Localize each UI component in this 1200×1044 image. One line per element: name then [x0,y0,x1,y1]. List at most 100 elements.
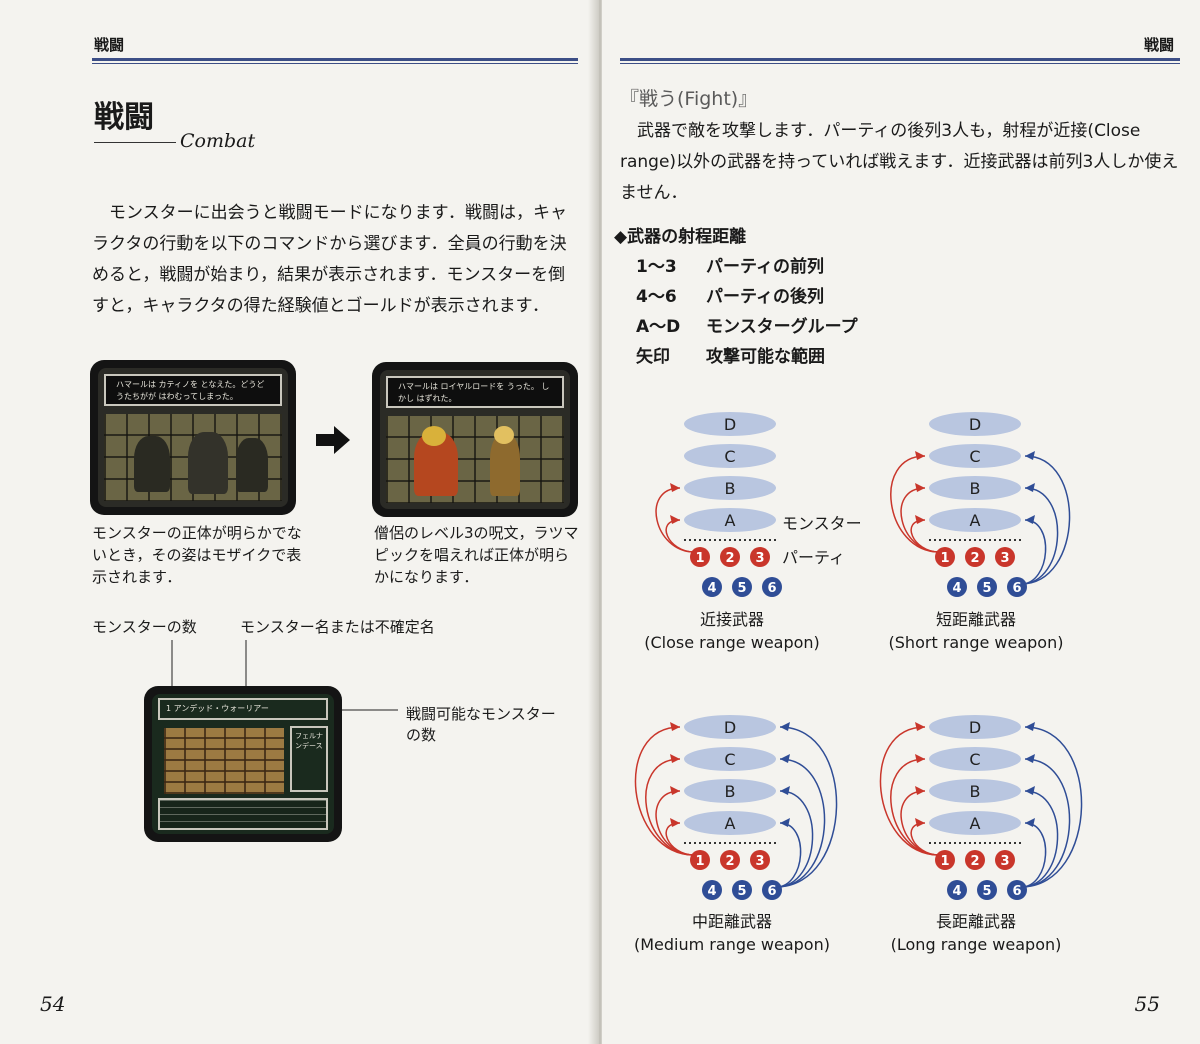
party-member-label: 1 [695,551,704,566]
weapon-medium-jp: 中距離武器 [691,912,772,931]
mosaic-monster-1 [134,436,170,492]
screen1-message: ハマールは カティノを となえた。どうどうたちがが はわむってしまった。 [104,374,282,406]
attack-arrow-back [1020,758,1071,888]
attack-arrow-front [890,455,940,553]
screen2-display: ハマールは ロイヤルロードを うった。 しかし はずれた。 [380,370,570,509]
monster-group-label: D [724,718,736,737]
party-member-1 [690,547,710,567]
monster-group-label: D [724,415,736,434]
weapon-short: 短距離武器(Short range weapon) [846,608,1106,654]
monster-group-label: C [969,447,980,466]
arrowhead-icon [670,722,680,731]
monster-group-label: B [970,782,981,801]
party-member-label: 2 [970,854,979,869]
screen3-party-status [158,798,328,830]
party-member-label: 4 [707,581,716,596]
arrowhead-icon [915,818,925,827]
monster-group-label: A [725,511,736,530]
monster-group-label: A [725,814,736,833]
page-number-left: 54 [40,992,66,1016]
combat-body-text: モンスターに出会うと戦闘モードになります．戦闘は，キャラクタの行動を以下のコマン… [92,203,567,316]
section-title: 戦闘 [94,100,154,135]
party-member-label: 6 [1012,581,1021,596]
weapon-long-en: (Long range weapon) [890,935,1062,954]
arrowhead-icon [1025,786,1035,795]
page-number-right: 55 [1134,992,1160,1016]
party-member-label: 4 [952,884,961,899]
range-key: 1～3 [636,257,677,277]
party-member-label: 1 [695,854,704,869]
arrowhead-icon [780,722,790,731]
callout-lines [171,640,398,711]
party-member-2 [965,850,985,870]
arrowhead-icon [915,722,925,731]
party-member-6 [1007,577,1027,597]
party-member-3 [750,547,770,567]
screen1-dungeon [104,414,282,501]
left-running-header: 戦闘 [94,36,125,54]
mosaic-monster-2 [188,432,228,494]
weapon-close-jp: 近接武器 [699,610,764,629]
party-member-label: 6 [767,581,776,596]
party-member-4 [947,880,967,900]
monster-group-D [684,715,776,739]
party-member-label: 3 [755,551,764,566]
left-header-rule [92,58,578,64]
attack-arrow-back [1020,822,1047,888]
party-member-1 [935,547,955,567]
attack-arrow-front [645,758,695,856]
screenshot-battle-status: 1 アンデッド・ウォーリアー フェルナンデース [144,686,342,842]
party-member-label: 4 [707,884,716,899]
range-key: A～D [636,317,681,337]
party-member-4 [947,577,967,597]
arrowhead-icon [780,754,790,763]
attack-arrow-back [775,822,802,888]
range-item-arrows: 矢印攻撃可能な範囲 [636,342,825,367]
label-monster-count: モンスターの数 [92,618,197,636]
mosaic-monster-3 [236,438,268,492]
party-member-label: 2 [725,854,734,869]
monster-group-label: A [970,814,981,833]
party-member-label: 2 [725,551,734,566]
arrowhead-icon [915,515,925,524]
party-member-4 [702,577,722,597]
monster-group-label: A [970,511,981,530]
weapon-short-en: (Short range weapon) [888,633,1064,652]
arrowhead-icon [1025,818,1035,827]
monster-group-label: C [969,750,980,769]
weapon-close-en: (Close range weapon) [644,633,820,652]
revealed-monster-priest [490,434,520,496]
arrowhead-icon [1025,515,1035,524]
attack-arrow-back [1020,790,1059,888]
weapon-medium: 中距離武器 (Medium range weapon) [602,910,862,956]
monster-group-D [929,715,1021,739]
attack-arrow-front [879,726,940,856]
weapon-long-jp: 長距離武器 [935,912,1016,931]
subtitle-text: Combat [180,130,256,152]
weapon-long: 長距離武器 (Long range weapon) [846,910,1106,956]
arrowhead-icon [780,786,790,795]
monster-group-label: D [969,415,981,434]
monster-group-C [929,444,1021,468]
right-header-rule [620,58,1180,64]
weapon-medium-en: (Medium range weapon) [634,935,830,954]
party-member-4 [702,880,722,900]
weapon-close: 近接武器 (Close range weapon) [602,608,862,654]
attack-arrow-back [1020,726,1083,888]
caption-latumapic: 僧侶のレベル3の呪文，ラツマピックを唱えれば正体が明らかになります． [374,524,579,586]
label-monster: モンスター [782,514,862,533]
arrowhead-icon [670,754,680,763]
attack-arrow-back [775,758,826,888]
party-member-label: 4 [952,581,961,596]
revealed-monster-priest-head [494,426,514,444]
fight-heading: 『戦う(Fight)』 [620,88,758,110]
party-member-label: 1 [940,854,949,869]
party-member-label: 5 [982,884,991,899]
arrowhead-icon [670,818,680,827]
subtitle-dash [94,141,176,143]
party-member-2 [965,547,985,567]
monster-group-A [929,508,1021,532]
